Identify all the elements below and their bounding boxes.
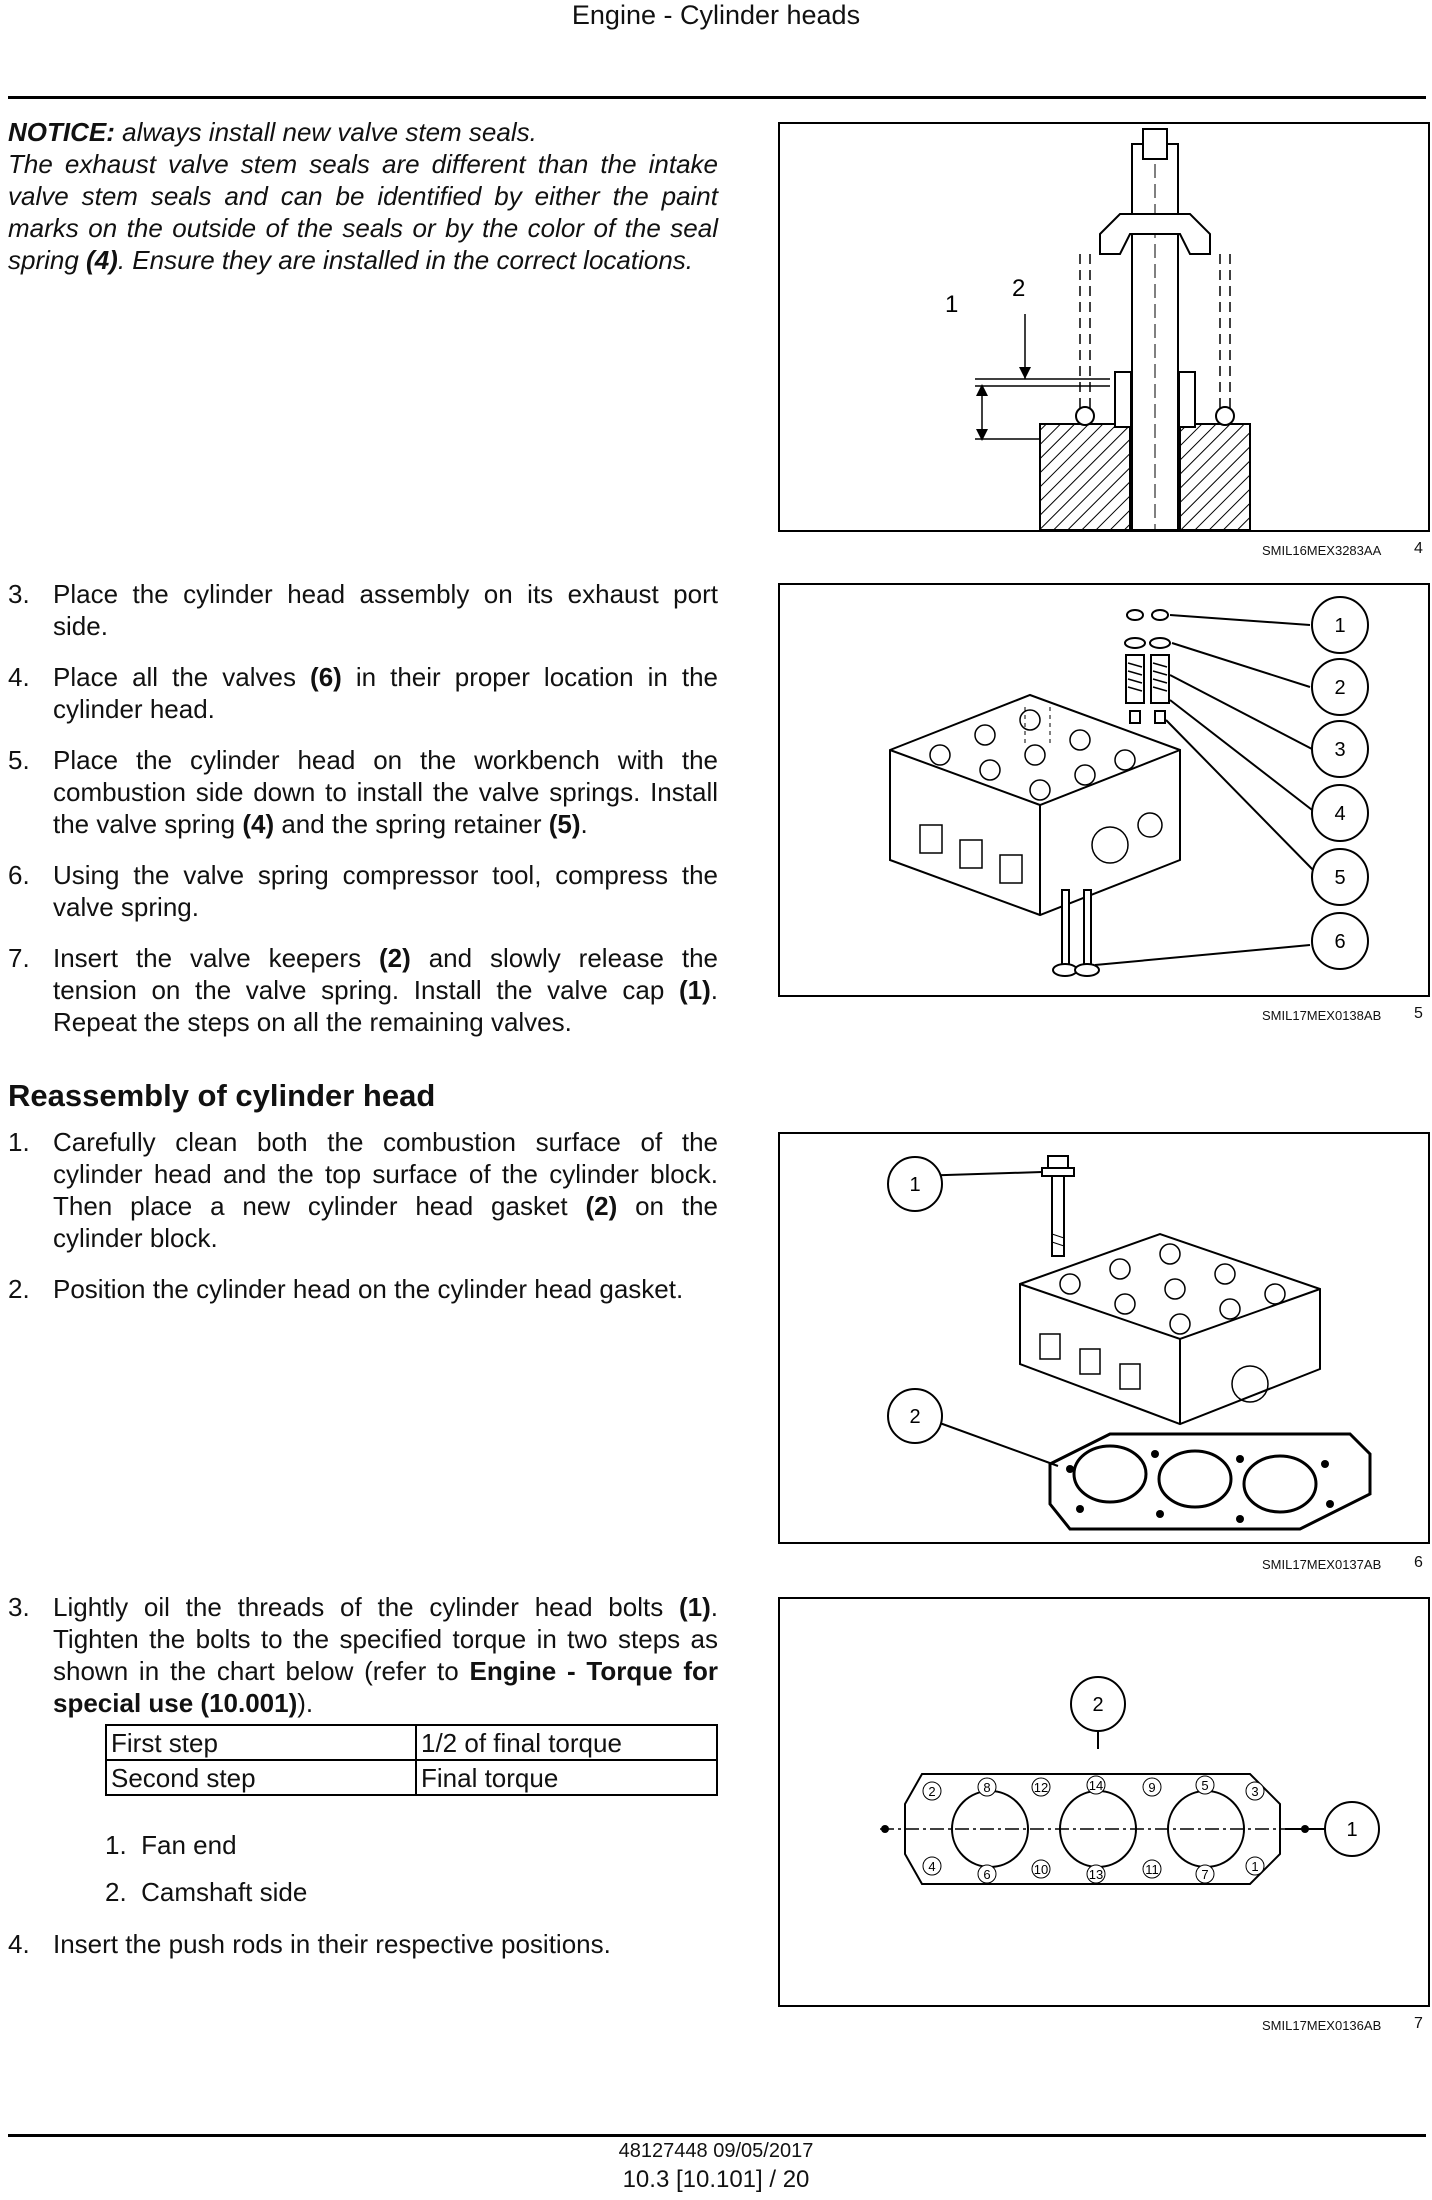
figure-5-label-1: 1 xyxy=(1334,615,1345,637)
figure-6-number: 6 xyxy=(1414,1554,1423,1571)
svg-text:2: 2 xyxy=(928,1784,935,1799)
figure-7-bolt-sequence-diagram: 2 8 12 14 9 5 3 4 6 10 13 11 7 1 2 xyxy=(880,1676,1380,1885)
step-6-compress-spring: 6. Using the valve spring compressor too… xyxy=(8,860,718,922)
reassembly-step-2: 2. Position the cylinder head on the cyl… xyxy=(8,1274,684,1304)
figure-4: 1 2 xyxy=(778,122,1430,532)
figure-5: 1 2 3 4 5 6 xyxy=(778,583,1430,997)
figure-5-label-6: 6 xyxy=(1334,931,1345,953)
footer-rule xyxy=(8,2134,1426,2137)
figure-6: 1 2 xyxy=(778,1132,1430,1544)
bolt-number-bottom-row: 4 6 10 13 11 7 1 xyxy=(922,1856,1265,1884)
notice-block: NOTICE: always install new valve stem se… xyxy=(8,116,718,276)
svg-text:6: 6 xyxy=(983,1867,990,1882)
figure-5-callout-4 xyxy=(1311,784,1369,842)
sub-list-item: 2. Camshaft side xyxy=(105,1877,308,1907)
table-cell: 1/2 of final torque xyxy=(415,1724,718,1761)
figure-5-label-2: 2 xyxy=(1334,677,1345,699)
footer-page: 10.3 [10.101] / 20 xyxy=(622,2166,810,2193)
figure-6-label-1: 1 xyxy=(909,1174,920,1196)
sub-list-item: 1. Fan end xyxy=(105,1830,237,1860)
svg-text:14: 14 xyxy=(1089,1778,1103,1793)
page-header-title: Engine - Cylinder heads xyxy=(571,0,861,30)
svg-text:10: 10 xyxy=(1034,1862,1048,1877)
figure-6-callout-1 xyxy=(887,1156,943,1212)
figure-6-code: SMIL17MEX0137AB xyxy=(1262,1557,1382,1572)
figure-5-valve-exploded-diagram: 1 2 3 4 5 6 xyxy=(889,596,1369,977)
figure-6-head-gasket-diagram: 1 2 xyxy=(887,1155,1372,1531)
table-row: Second step Final torque xyxy=(105,1759,718,1796)
svg-text:12: 12 xyxy=(1034,1780,1048,1795)
table-cell: Second step xyxy=(105,1759,417,1796)
figure-4-number: 4 xyxy=(1414,540,1423,557)
reassembly-step-3: 3. Lightly oil the threads of the cylind… xyxy=(8,1592,718,1718)
notice-label: NOTICE: xyxy=(8,117,115,147)
figure-6-label-2: 2 xyxy=(909,1406,920,1428)
step-4-place-valves: 4. Place all the valves (6) in their pro… xyxy=(8,662,718,724)
figure-5-callout-1 xyxy=(1311,596,1369,654)
svg-text:11: 11 xyxy=(1145,1862,1159,1877)
table-cell: Final torque xyxy=(415,1759,718,1796)
step-5-install-springs: 5. Place the cylinder head on the workbe… xyxy=(8,745,718,839)
figure-5-callout-5 xyxy=(1311,848,1369,906)
svg-text:5: 5 xyxy=(1201,1778,1208,1793)
reassembly-step-4: 4. Insert the push rods in their respect… xyxy=(8,1929,611,1959)
step-3-head-exhaust: 3. Place the cylinder head assembly on i… xyxy=(8,579,718,641)
figure-7-callout-1 xyxy=(1324,1801,1380,1857)
svg-text:8: 8 xyxy=(983,1780,990,1795)
figure-5-callout-3 xyxy=(1311,720,1369,778)
svg-text:7: 7 xyxy=(1201,1867,1208,1882)
svg-text:1: 1 xyxy=(1251,1859,1258,1874)
notice-body: The exhaust valve stem seals are differe… xyxy=(8,149,718,275)
figure-4-label-2: 2 xyxy=(1012,275,1025,302)
figure-4-label-1: 1 xyxy=(945,291,958,318)
header-rule xyxy=(8,96,1426,99)
svg-text:9: 9 xyxy=(1148,1780,1155,1795)
figure-6-callout-2 xyxy=(887,1388,943,1444)
figure-7-callout-2 xyxy=(1070,1676,1126,1732)
notice-line1: always install new valve stem seals. xyxy=(114,117,537,147)
figure-4-code: SMIL16MEX3283AA xyxy=(1262,543,1382,558)
figure-5-label-3: 3 xyxy=(1334,739,1345,761)
figure-7: 2 8 12 14 9 5 3 4 6 10 13 11 7 1 2 xyxy=(778,1597,1430,2007)
footer-doc: 48127448 09/05/2017 xyxy=(618,2140,814,2162)
reassembly-step-1: 1. Carefully clean both the combustion s… xyxy=(8,1127,718,1253)
figure-7-number: 7 xyxy=(1414,2015,1423,2032)
figure-5-callout-2 xyxy=(1311,658,1369,716)
torque-table: First step 1/2 of final torque Second st… xyxy=(105,1724,718,1796)
figure-7-label-2: 2 xyxy=(1092,1694,1103,1716)
svg-text:13: 13 xyxy=(1089,1867,1103,1882)
figure-5-code: SMIL17MEX0138AB xyxy=(1262,1008,1382,1023)
notice-ref: (4) xyxy=(86,245,118,275)
section-heading-reassembly: Reassembly of cylinder head xyxy=(8,1078,436,1113)
figure-7-code: SMIL17MEX0136AB xyxy=(1262,2018,1382,2033)
svg-text:4: 4 xyxy=(928,1859,935,1874)
table-cell: First step xyxy=(105,1724,417,1761)
step-7-insert-keepers: 7. Insert the valve keepers (2) and slow… xyxy=(8,943,718,1037)
bolt-number-top-row: 2 8 12 14 9 5 3 xyxy=(922,1775,1265,1801)
figure-7-label-1: 1 xyxy=(1346,1819,1357,1841)
figure-5-label-5: 5 xyxy=(1334,867,1345,889)
figure-4-valve-seal-diagram: 1 2 xyxy=(945,128,1251,531)
table-row: First step 1/2 of final torque xyxy=(105,1724,718,1761)
figure-5-callout-6 xyxy=(1311,912,1369,970)
svg-text:3: 3 xyxy=(1251,1784,1258,1799)
notice-end: . Ensure they are installed in the corre… xyxy=(117,245,694,275)
figure-5-label-4: 4 xyxy=(1334,803,1345,825)
figure-5-number: 5 xyxy=(1414,1005,1423,1022)
